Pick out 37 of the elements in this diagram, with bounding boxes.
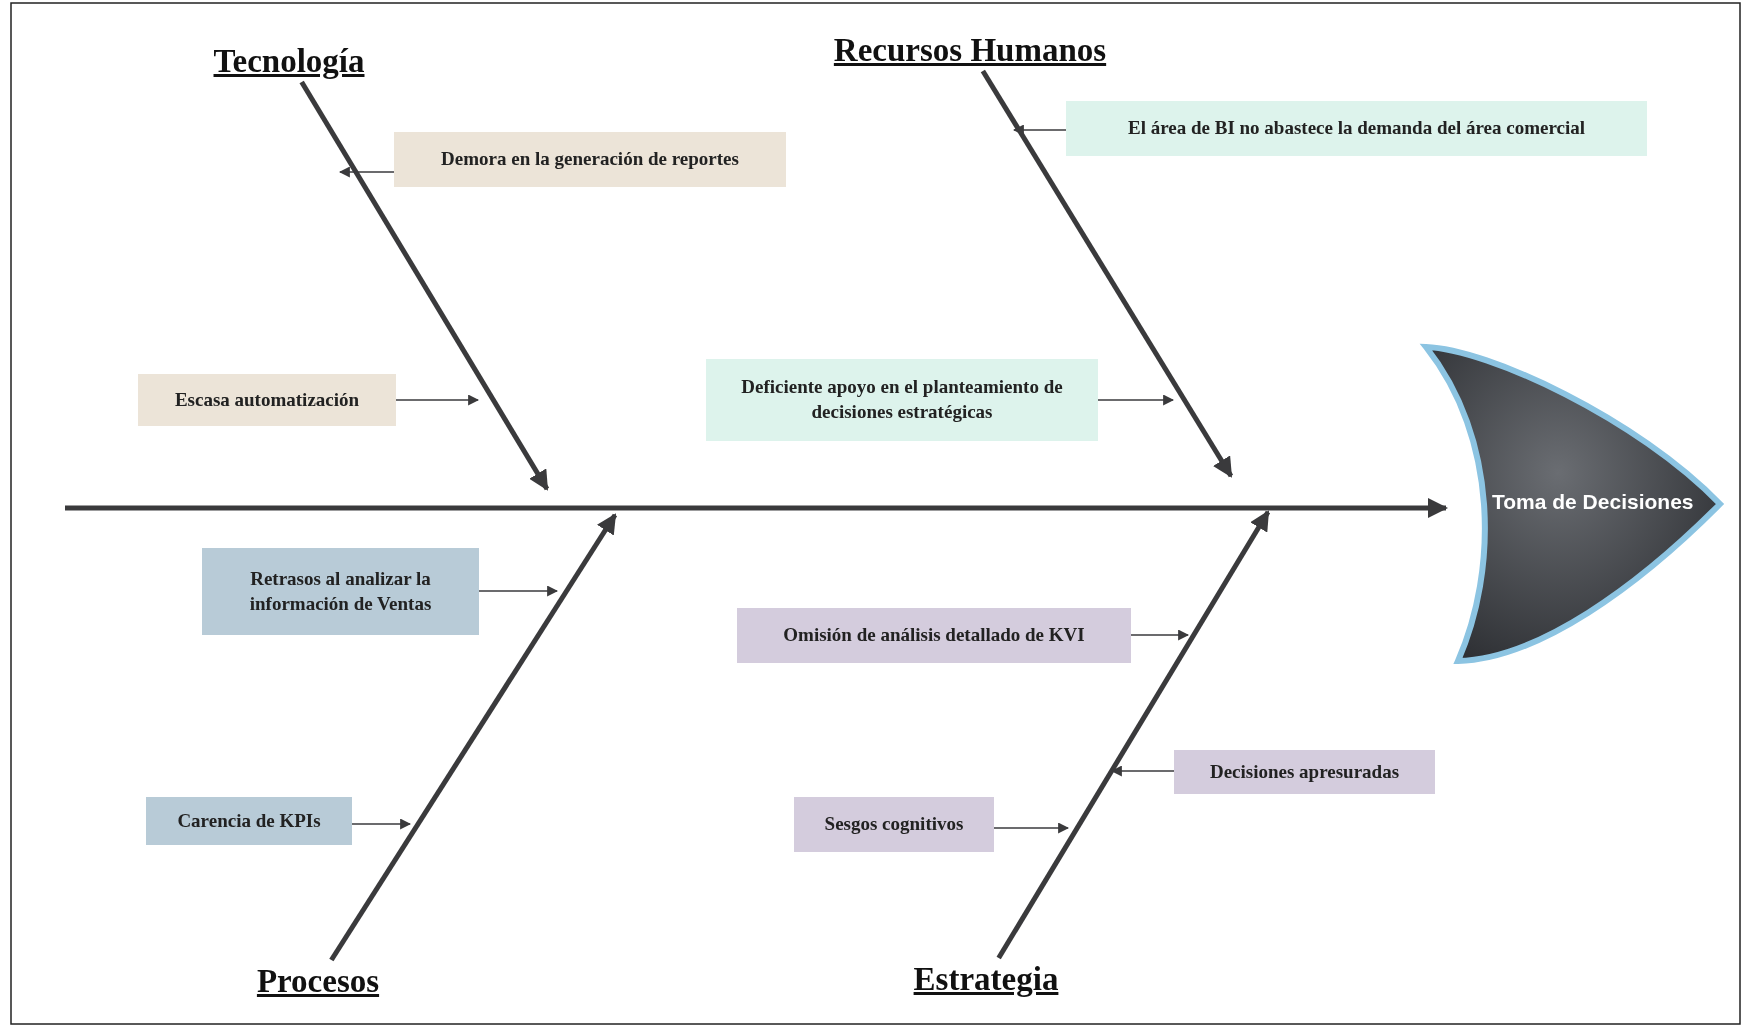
cause-box xyxy=(706,359,1098,441)
bone-arrow xyxy=(299,80,550,491)
arrow xyxy=(1012,124,1067,136)
cause-text: Deficiente apoyo en el planteamiento de decisiones estratégicas xyxy=(740,375,1064,424)
cause-text: Escasa automatización xyxy=(174,387,360,412)
arrow xyxy=(993,822,1070,834)
arrow xyxy=(351,818,412,830)
cause-box xyxy=(737,608,1131,663)
cause-box xyxy=(1066,101,1647,156)
cause-text: Demora en la generación de reportes xyxy=(441,147,739,172)
cause-text: El área de BI no abastece la demanda del área comercial xyxy=(1128,116,1585,141)
category-heading: Recursos Humanos xyxy=(833,31,1107,69)
cause-box xyxy=(202,548,479,635)
effect-label: Toma de Decisiones xyxy=(1492,490,1694,514)
category-heading: Estrategia xyxy=(913,960,1059,998)
bone-arrow xyxy=(980,69,1234,478)
cause-text: Carencia de KPIs xyxy=(177,808,321,833)
cause-box xyxy=(1174,750,1435,794)
cause-text: Omisión de análisis detallado de KVI xyxy=(783,623,1085,648)
arrow xyxy=(478,585,559,597)
cause-box xyxy=(394,132,786,187)
cause-text: Decisiones apresuradas xyxy=(1209,759,1400,784)
bone-arrow xyxy=(996,510,1271,960)
cause-text: Sesgos cognitivos xyxy=(824,812,964,837)
arrow xyxy=(1097,394,1175,406)
cause-box xyxy=(146,797,352,845)
cause-box xyxy=(138,374,396,426)
category-heading: Procesos xyxy=(256,962,380,1000)
cause-box xyxy=(794,797,994,852)
arrow xyxy=(395,394,480,406)
bone-arrow xyxy=(65,498,1448,518)
arrow xyxy=(1110,765,1175,777)
category-heading: Tecnología xyxy=(213,42,365,80)
bone-arrow xyxy=(329,513,618,962)
arrow xyxy=(338,166,395,178)
arrow xyxy=(1130,629,1190,641)
cause-text: Retrasos al analizar la información de Ventas xyxy=(248,566,433,616)
